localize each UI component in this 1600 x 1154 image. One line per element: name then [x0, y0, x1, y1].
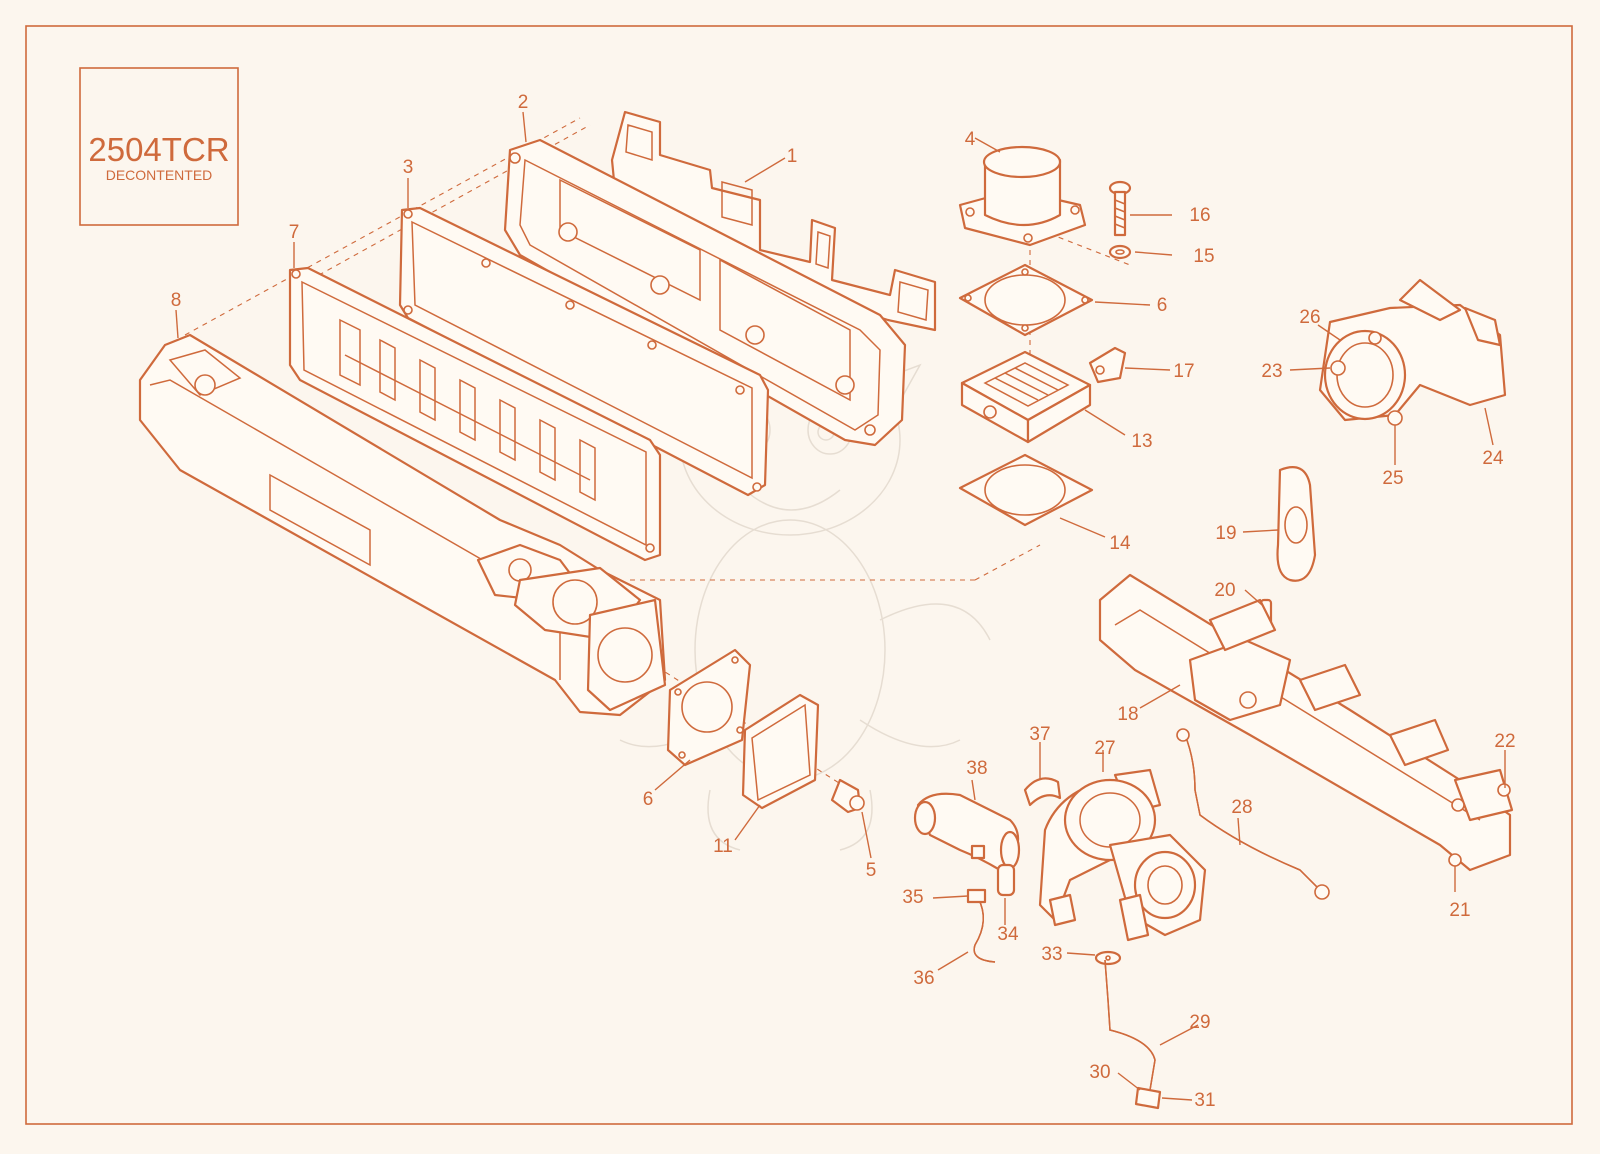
title-block: 2504TCR DECONTENTED [79, 67, 239, 226]
callout-29: 29 [1189, 1012, 1210, 1033]
part-baffle-plate [288, 266, 662, 562]
callout-25: 25 [1382, 468, 1403, 489]
callout-33: 33 [1041, 944, 1062, 965]
part-throttle-body [958, 145, 1087, 247]
part-intake-body [138, 333, 667, 717]
part-cooler-gasket [958, 453, 1094, 527]
part-manifold-cover [503, 138, 907, 447]
callout-27: 27 [1094, 738, 1115, 759]
part-flange-gasket-lower [666, 648, 752, 767]
callout-2: 2 [518, 92, 529, 113]
callout-37: 37 [1029, 724, 1050, 745]
callout-11: 11 [713, 836, 733, 857]
part-elbow-housing [1318, 278, 1507, 426]
part-short-hose [996, 863, 1016, 897]
callout-labels: 1 2 3 4 5 6 6 7 8 11 13 14 15 16 17 18 1… [171, 92, 1516, 1111]
callout-6-lower: 6 [643, 789, 654, 810]
callout-3: 3 [403, 157, 414, 178]
callout-6-upper: 6 [1157, 295, 1168, 316]
part-washer [1108, 244, 1132, 260]
part-hose-clamp [1023, 777, 1062, 807]
part-cooler-block [960, 350, 1092, 444]
callout-1: 1 [787, 146, 798, 167]
part-drain-hose [966, 888, 996, 963]
part-bolt [830, 778, 865, 814]
part-blanking-plate [741, 693, 820, 810]
callout-24: 24 [1482, 448, 1504, 469]
callout-34: 34 [997, 924, 1019, 945]
callout-31: 31 [1194, 1090, 1215, 1111]
callout-17: 17 [1173, 361, 1194, 382]
part-intake-elbow [913, 792, 1021, 872]
callout-14: 14 [1109, 533, 1131, 554]
callout-19: 19 [1215, 523, 1236, 544]
part-screw [1108, 180, 1132, 237]
model-variant: DECONTENTED [106, 167, 213, 183]
callout-28: 28 [1231, 797, 1252, 818]
part-bracket [1088, 346, 1127, 384]
callout-18: 18 [1117, 704, 1138, 725]
drawing-border [25, 25, 1573, 1125]
part-oval-gasket [1276, 466, 1317, 582]
part-exhaust-manifold [1098, 573, 1514, 872]
callout-20: 20 [1214, 580, 1235, 601]
callout-21: 21 [1449, 900, 1470, 921]
part-oil-feed-pipe [1176, 728, 1330, 900]
part-flange-gasket-upper [958, 263, 1094, 337]
callout-38: 38 [966, 758, 987, 779]
callout-22: 22 [1494, 731, 1515, 752]
callout-15: 15 [1193, 246, 1214, 267]
model-code: 2504TCR [88, 131, 229, 168]
callout-23: 23 [1261, 361, 1282, 382]
leader-lines [175, 111, 1506, 1101]
callout-30: 30 [1089, 1062, 1110, 1083]
callout-16: 16 [1189, 205, 1210, 226]
callout-26: 26 [1299, 307, 1320, 328]
callout-35: 35 [902, 887, 923, 908]
callout-36: 36 [913, 968, 934, 989]
part-turbocharger [1038, 768, 1207, 942]
callout-4: 4 [965, 129, 976, 150]
part-oil-return-pipe [1094, 950, 1162, 1110]
callout-8: 8 [171, 290, 182, 311]
callout-7: 7 [289, 222, 300, 243]
part-cover-gasket [398, 206, 770, 497]
callout-5: 5 [866, 860, 877, 881]
callout-13: 13 [1131, 431, 1152, 452]
